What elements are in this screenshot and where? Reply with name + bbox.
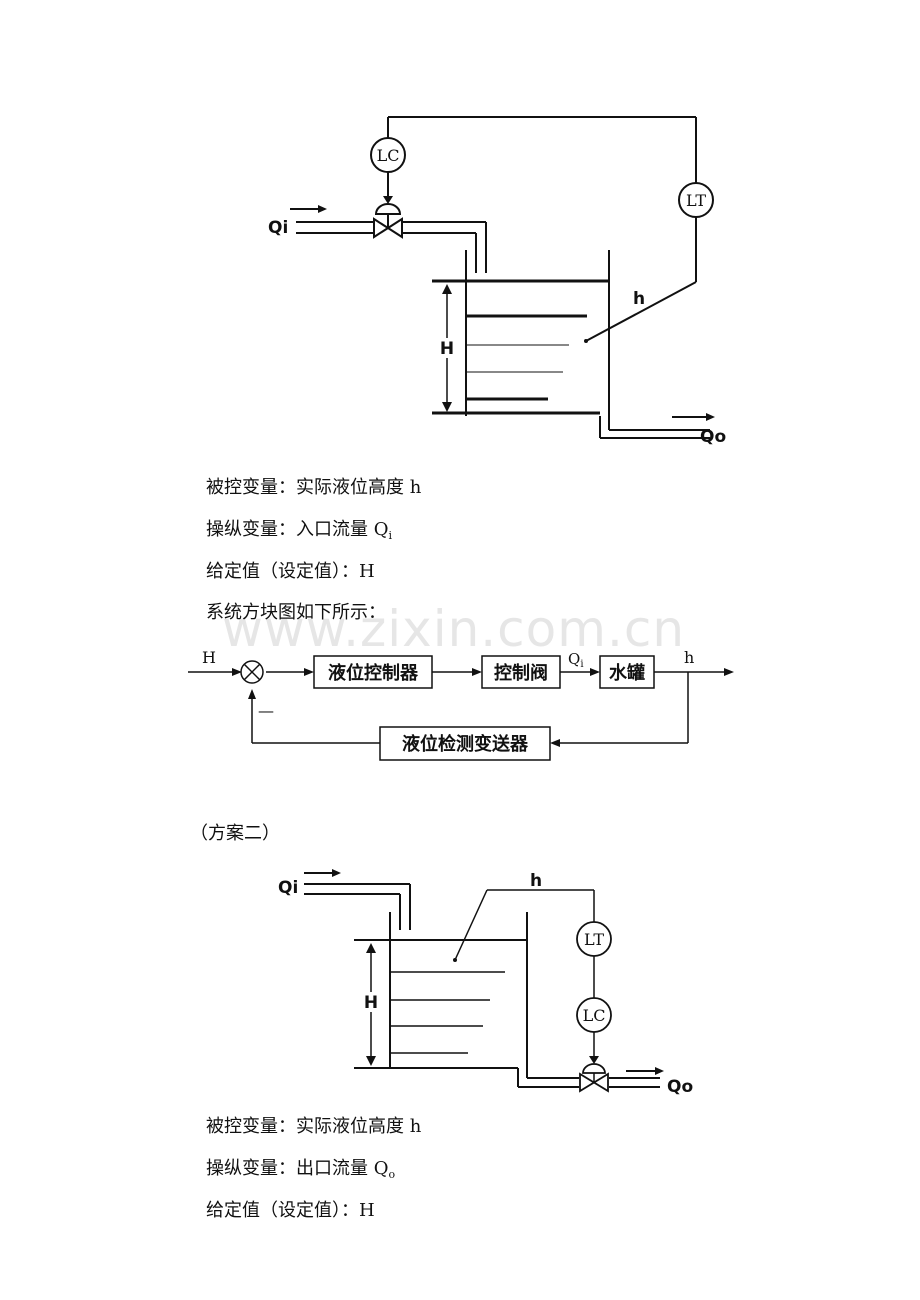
control-valve-icon [373, 217, 403, 239]
feedback-block [379, 726, 551, 761]
valve-block [481, 655, 561, 689]
valve-actuator-icon [582, 1063, 606, 1074]
controlled-variable-2: 被控变量：实际液位高度 h [206, 1116, 422, 1137]
arrow-right-icon [332, 869, 341, 877]
controller-block [313, 655, 433, 689]
svg-text:LT: LT [686, 191, 706, 210]
arrow-right-icon [706, 413, 715, 421]
input-H-label: H [202, 648, 216, 667]
tank-block [599, 655, 655, 689]
summing-junction-icon [240, 660, 264, 684]
lt-instrument: LT [678, 182, 714, 218]
manipulated-variable-2: 操纵变量：出口流量 Qo [206, 1158, 396, 1181]
level-h-label: h [633, 289, 645, 309]
signal-label: Qi [568, 650, 584, 670]
qo-label: Qo [700, 427, 726, 447]
qi2-label: Qi [278, 878, 298, 898]
level-h2-label: h [530, 871, 542, 891]
height-H2-label: H [364, 993, 378, 1013]
feedback-label: 液位检测变送器 [402, 733, 529, 755]
minus-sign: — [258, 701, 274, 720]
arrow-right-icon [655, 1067, 664, 1075]
lc2-instrument: LC [576, 997, 612, 1033]
svg-text:LT: LT [584, 930, 604, 949]
scheme2-title: （方案二） [190, 823, 280, 844]
lc-instrument: LC [370, 137, 406, 173]
manipulated-variable: 操纵变量：入口流量 Qi [206, 519, 393, 542]
arrow-right-icon [318, 205, 327, 213]
inlet-pipe [304, 883, 411, 930]
svg-text:LC: LC [583, 1006, 606, 1025]
qo2-label: Qo [667, 1077, 693, 1097]
inlet-pipe [296, 221, 487, 273]
block-diagram-intro: 系统方块图如下所示： [206, 602, 386, 623]
valve-actuator-icon [374, 203, 402, 215]
valve-label: 控制阀 [494, 662, 548, 684]
controller-label: 液位控制器 [328, 662, 419, 684]
arrow-down-icon [383, 196, 393, 204]
output-h-label: h [684, 648, 694, 667]
setpoint-2: 给定值（设定值）：H [206, 1200, 375, 1221]
lt2-instrument: LT [576, 921, 612, 957]
svg-text:LC: LC [377, 146, 400, 165]
setpoint: 给定值（设定值）：H [206, 561, 375, 582]
height-H-label: H [440, 339, 454, 359]
controlled-variable: 被控变量：实际液位高度 h [206, 477, 422, 498]
qi-label: Qi [268, 218, 288, 238]
control-valve-icon [579, 1072, 609, 1093]
arrow-down-icon [589, 1056, 599, 1064]
watermark: www.zixin.com.cn [222, 600, 686, 658]
tank-label: 水罐 [609, 662, 645, 684]
tank2 [354, 912, 660, 1088]
